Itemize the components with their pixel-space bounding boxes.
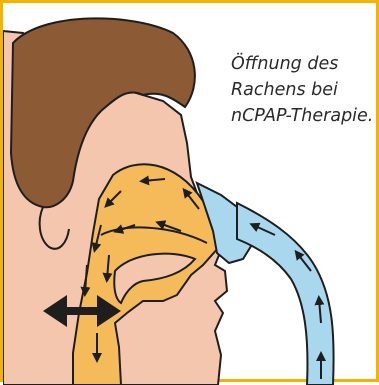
caption-line-2: Rachens bei [231,77,379,103]
caption-text: Öffnung des Rachens bei nCPAP-Therapie. [231,51,379,129]
caption-line-1: Öffnung des [231,51,379,77]
caption-line-3: nCPAP-Therapie. [231,103,379,129]
cpap-tube [237,203,334,385]
